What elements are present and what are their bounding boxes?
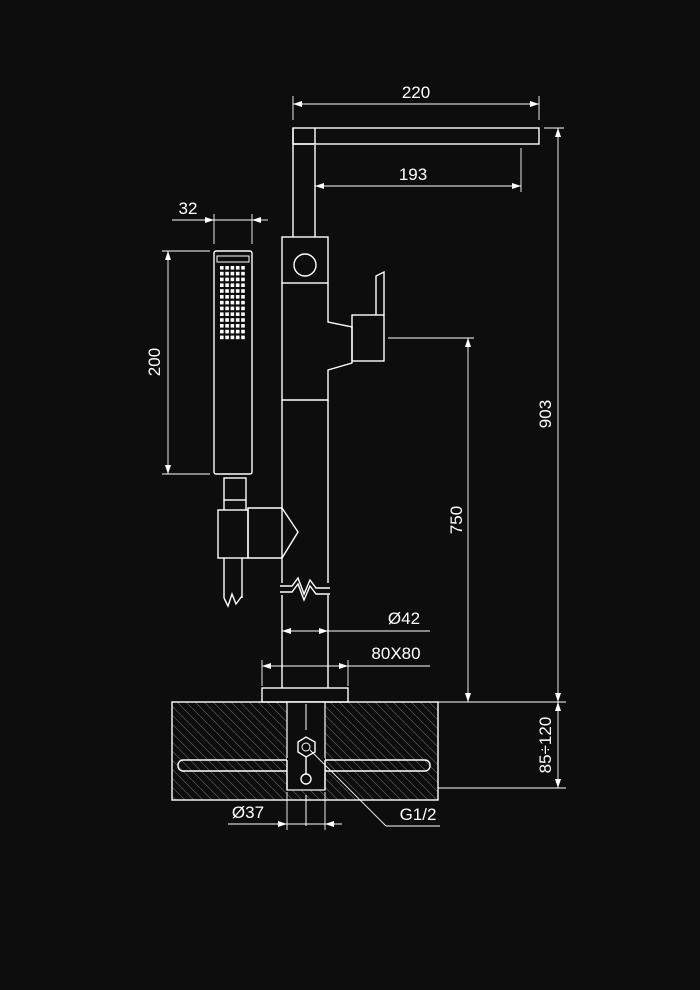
mixer-body [281,236,385,401]
dim-label-handshower-length: 200 [145,348,164,376]
lever-housing [351,314,385,362]
dim-label-base-plate: 80X80 [371,644,420,663]
outlet-ring-icon [293,253,317,277]
hex-nut-icon [297,736,316,758]
dim-label-inlet-diameter: Ø37 [232,803,264,822]
dim-label-floor-depth: 85÷120 [536,717,555,774]
dimension-labels: 220 193 32 200 903 750 Ø42 80X80 85÷120 … [145,83,555,824]
spout [292,127,540,237]
dim-label-total-height: 903 [536,400,555,428]
main-column [280,400,330,688]
dim-label-spout-reach: 193 [399,165,427,184]
dim-label-spout-length: 220 [402,83,430,102]
dim-label-lever-height: 750 [447,506,466,534]
dimension-lines [162,96,566,830]
base-plate [261,687,349,703]
floor-hatching [172,702,438,800]
shower-holder [217,477,299,608]
nozzle-grid-icon [220,266,245,340]
hand-shower-body [213,250,253,475]
dim-label-pipe-diameter: Ø42 [388,609,420,628]
hand-shower [213,250,253,475]
dim-label-thread: G1/2 [400,805,437,824]
dim-label-handshower-width: 32 [179,199,198,218]
floor-block [171,701,439,826]
